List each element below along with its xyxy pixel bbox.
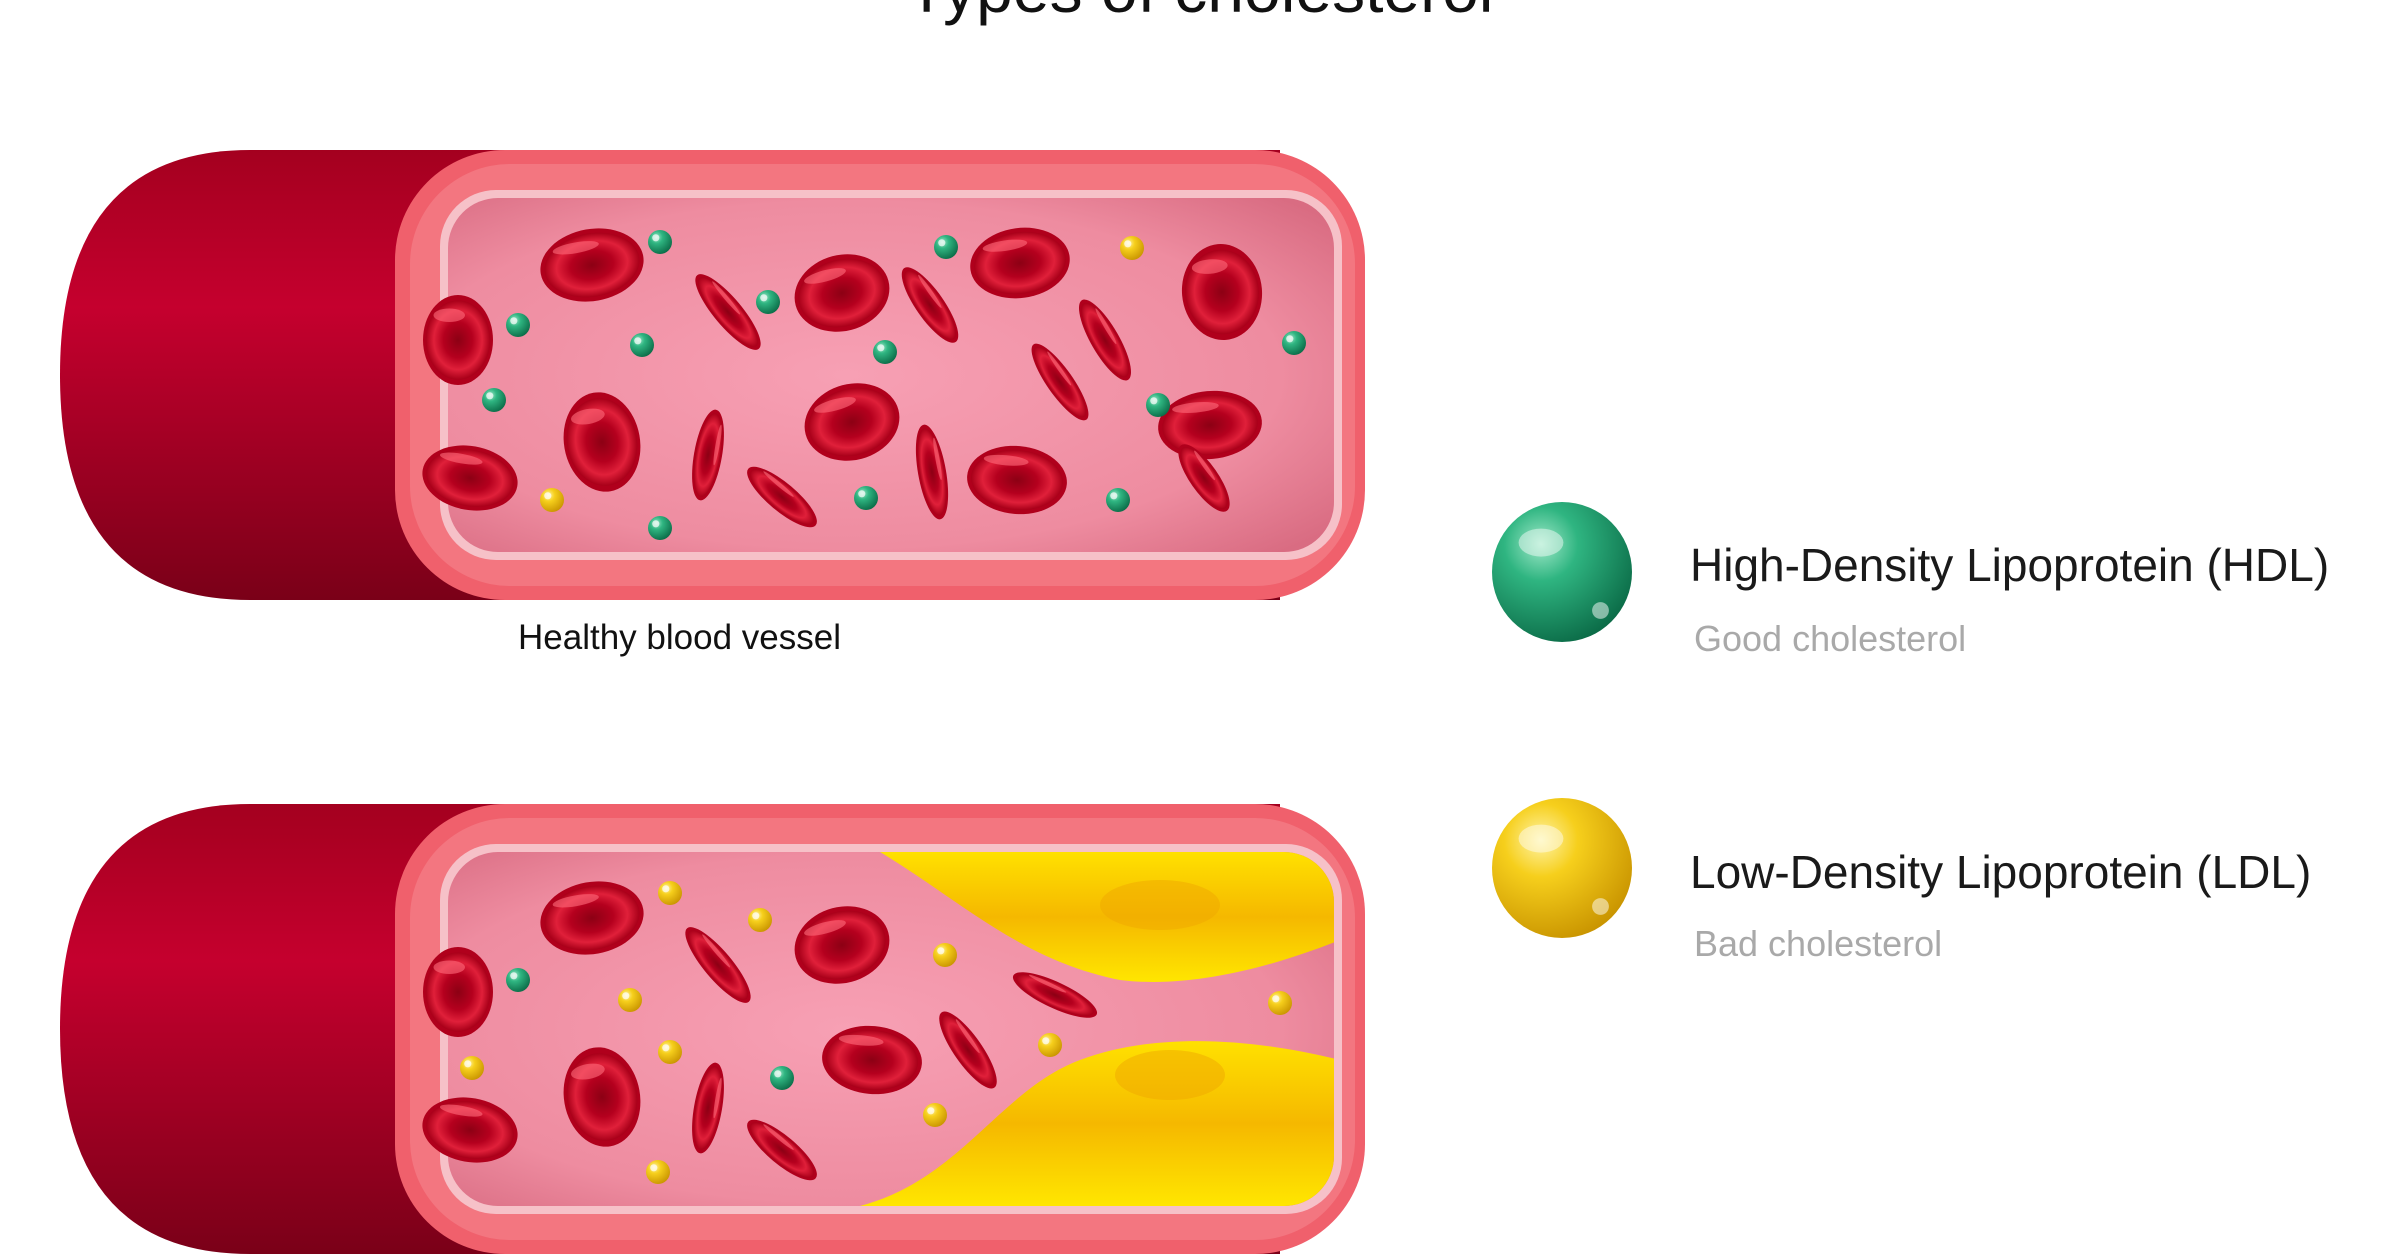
vessel-lumen (448, 198, 1334, 552)
hdl-particle (756, 290, 780, 314)
red-blood-cell (970, 227, 1070, 299)
legend-ldl-description: Bad cholesterol (1694, 923, 1943, 964)
hdl-particle (648, 516, 672, 540)
ldl-particle (658, 881, 682, 905)
ldl-particle (1120, 236, 1144, 260)
red-blood-cell (563, 1047, 641, 1147)
red-blood-cell (540, 881, 644, 955)
legend-hdl-name: High-Density Lipoprotein (HDL) (1690, 539, 2330, 591)
ldl-particle (748, 908, 772, 932)
red-blood-cell (1181, 244, 1263, 340)
ldl-particle (933, 943, 957, 967)
hdl-particle (934, 235, 958, 259)
hdl-particle (648, 230, 672, 254)
red-blood-cell (1012, 972, 1098, 1018)
yellow-sphere-icon (1492, 798, 1632, 938)
legend-hdl-description: Good cholesterol (1694, 618, 1967, 659)
red-blood-cell (967, 445, 1067, 515)
ldl-particle (460, 1056, 484, 1080)
red-blood-cell (563, 392, 641, 492)
ldl-particle (618, 988, 642, 1012)
hdl-particle (630, 333, 654, 357)
red-blood-cell (939, 1011, 997, 1089)
red-blood-cell (1079, 299, 1131, 381)
ldl-particle (540, 488, 564, 512)
ldl-particle (1268, 991, 1292, 1015)
diagram-title: Types of cholesterol (0, 0, 2400, 22)
red-blood-cell (692, 409, 724, 501)
green-sphere-icon (1492, 502, 1632, 642)
hdl-particle (1146, 393, 1170, 417)
healthy-blood-vessel (60, 150, 1365, 600)
red-blood-cell (822, 1025, 922, 1095)
red-blood-cell (747, 466, 817, 528)
plaque-blood-vessel (60, 804, 1365, 1254)
red-blood-cell (901, 267, 959, 343)
hdl-particle (873, 340, 897, 364)
red-blood-cell (685, 927, 751, 1003)
red-blood-cell (804, 383, 900, 461)
hdl-particle (770, 1066, 794, 1090)
hdl-particle (1282, 331, 1306, 355)
hdl-particle (482, 388, 506, 412)
red-blood-cell (422, 1097, 518, 1163)
red-blood-cell (423, 947, 493, 1037)
ldl-particle (646, 1160, 670, 1184)
red-blood-cell (422, 445, 518, 511)
hdl-particle (506, 313, 530, 337)
red-blood-cell (1178, 444, 1230, 512)
hdl-particle (1106, 488, 1130, 512)
red-blood-cell (692, 1062, 724, 1154)
red-blood-cell (794, 254, 890, 332)
ldl-particle (1038, 1033, 1062, 1057)
red-blood-cell (1158, 390, 1262, 460)
ldl-particle (658, 1040, 682, 1064)
ldl-particle (923, 1103, 947, 1127)
red-blood-cell (540, 228, 644, 302)
hdl-particle (506, 968, 530, 992)
legend-ldl-name: Low-Density Lipoprotein (LDL) (1690, 846, 2312, 898)
red-blood-cell (794, 906, 890, 984)
red-blood-cell (1031, 343, 1089, 421)
red-blood-cell (915, 424, 949, 520)
healthy-vessel-caption: Healthy blood vessel (518, 618, 841, 657)
red-blood-cell (695, 274, 761, 350)
hdl-particle (854, 486, 878, 510)
red-blood-cell (747, 1119, 817, 1181)
red-blood-cell (423, 295, 493, 385)
